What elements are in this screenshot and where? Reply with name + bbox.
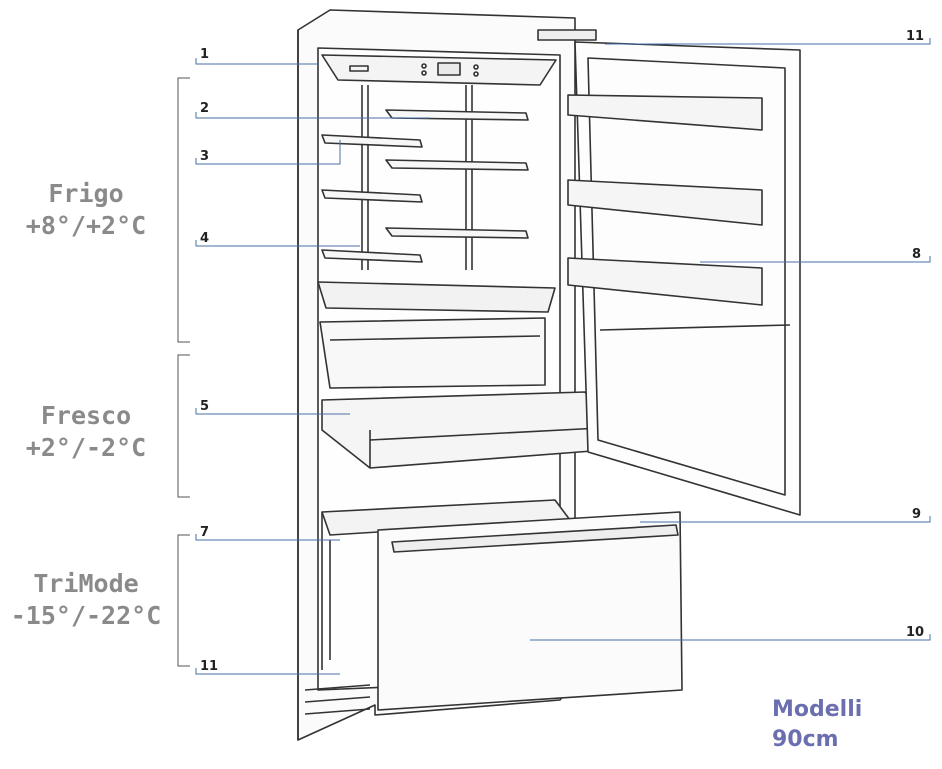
callout-10: 10 (906, 625, 924, 640)
zone-trimode-label: TriMode -15°/-22°C (0, 568, 172, 632)
callout-5: 5 (200, 399, 209, 414)
zone-trimode-range: -15°/-22°C (10, 601, 162, 630)
callout-11-top: 11 (906, 29, 924, 44)
top-hinge (537, 29, 597, 41)
fresh-drawer-upper (319, 317, 546, 389)
leader-lines (195, 38, 931, 675)
zone-brackets (177, 77, 190, 667)
model-line-2: 90cm (772, 727, 839, 752)
glass-shelves (321, 109, 529, 263)
model-label: Modelli 90cm (772, 695, 862, 755)
plinth-vent (304, 684, 371, 715)
zone-trimode-name: TriMode (33, 569, 139, 598)
freezer-handle (391, 524, 679, 553)
model-line-1: Modelli (772, 697, 863, 722)
zone-fresco-range: +2°/-2°C (25, 433, 147, 462)
callout-4: 4 (200, 231, 209, 246)
door-bins (567, 94, 763, 306)
zone-frigo-range: +8°/+2°C (25, 211, 147, 240)
callout-8: 8 (912, 247, 921, 262)
freezer-drawer-front (377, 511, 683, 711)
callout-7: 7 (200, 525, 209, 540)
zone-frigo-label: Frigo +8°/+2°C (0, 178, 172, 242)
callout-9: 9 (912, 507, 921, 522)
callout-3: 3 (200, 149, 209, 164)
compartment-divider (317, 281, 556, 313)
zone-frigo-name: Frigo (48, 179, 124, 208)
callout-numbers: 1 2 3 4 5 7 11 11 8 9 10 (200, 29, 924, 674)
callout-2: 2 (200, 101, 209, 116)
callout-1: 1 (200, 47, 209, 62)
zone-fresco-label: Fresco +2°/-2°C (0, 400, 172, 464)
zone-fresco-name: Fresco (40, 401, 132, 430)
callout-11-bottom: 11 (200, 659, 218, 674)
